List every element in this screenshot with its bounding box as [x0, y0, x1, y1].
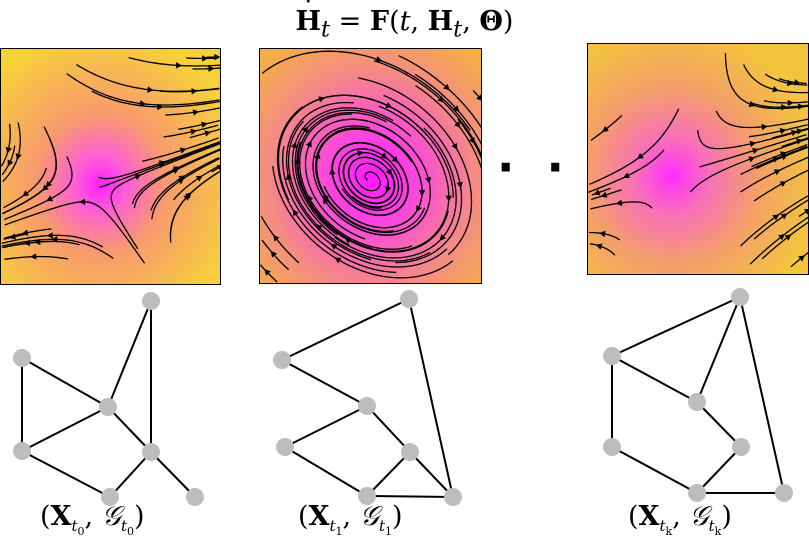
graph-node: [603, 347, 621, 365]
graph-node: [444, 488, 462, 506]
graph-node: [142, 292, 160, 310]
graph-node: [775, 484, 793, 502]
graph-node: [401, 443, 419, 461]
graph-node: [13, 349, 31, 367]
graph-t0-nodes: [13, 292, 204, 506]
graph-node: [142, 443, 160, 461]
graph-node: [276, 438, 294, 456]
graph-node: [186, 488, 204, 506]
caption-t0: (Xt0, 𝒢t0): [40, 497, 145, 537]
graphs-layer: [0, 0, 809, 537]
caption-tk: (Xtk, 𝒢tk): [628, 497, 732, 537]
graph-t1-nodes: [273, 290, 462, 506]
caption-t1: (Xt1, 𝒢t1): [298, 497, 403, 537]
graph-node: [99, 398, 117, 416]
graph-node: [13, 442, 31, 460]
graph-node: [688, 393, 706, 411]
graph-node: [603, 438, 621, 456]
graph-node: [400, 290, 418, 308]
graph-tk-nodes: [603, 288, 793, 502]
graph-node: [358, 397, 376, 415]
graph-node: [732, 438, 750, 456]
graph-node: [273, 351, 291, 369]
graph-node: [731, 288, 749, 306]
